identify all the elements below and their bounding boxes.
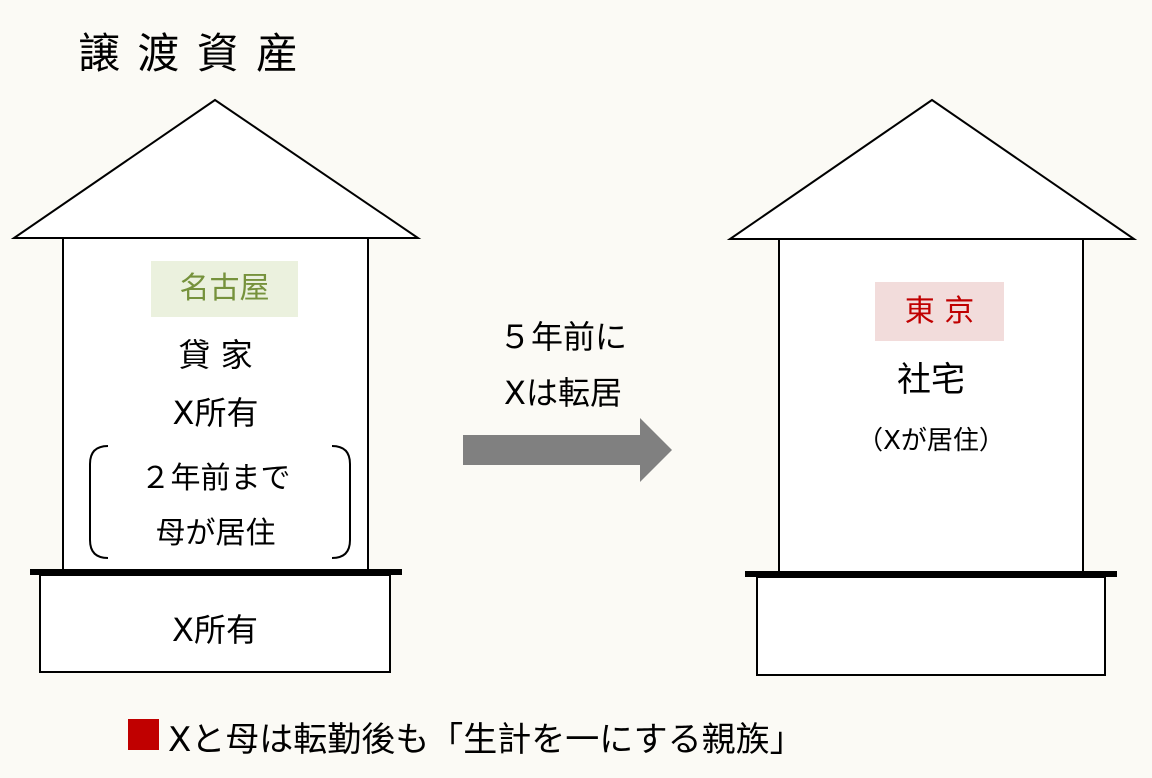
left-note-line1: ２年前まで [140,461,291,496]
arrow-label-line1: ５年前に [498,318,627,356]
right-roof [726,98,1138,240]
page-title: 譲 渡 資 産 [78,29,301,78]
left-house-type: 貸 家 [178,336,253,374]
footer-note: Xと母は転勤後も「生計を一にする親族」 [168,720,804,760]
bullet-square [128,719,159,750]
right-note: （Xが居住） [857,426,1005,456]
arrow-label-line2: Xは転居 [504,374,622,412]
right-land-base [756,576,1106,676]
left-owner: X所有 [172,394,259,432]
left-city-label: 名古屋 [151,261,298,317]
arrow-right-icon [463,418,672,482]
left-note-line2: 母が居住 [155,516,276,551]
right-house-type: 社宅 [897,360,965,400]
right-city-label: 東 京 [875,282,1004,341]
left-bracket [89,445,351,559]
left-roof [10,98,422,239]
left-land-owner: X所有 [172,611,258,649]
